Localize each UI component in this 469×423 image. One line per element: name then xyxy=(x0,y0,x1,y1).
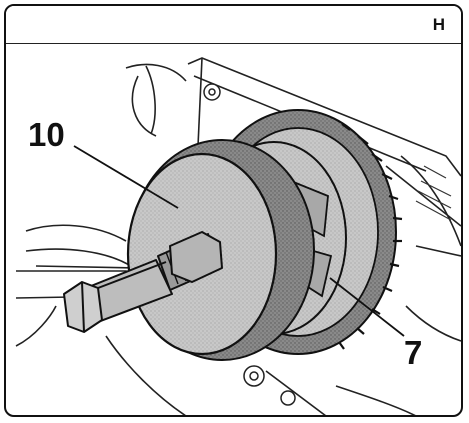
hex-bolt xyxy=(63,231,223,333)
diagram-frame: H xyxy=(4,4,463,417)
tool-disc xyxy=(126,139,315,361)
leader-line-7 xyxy=(329,277,405,337)
background-bolts xyxy=(203,83,296,406)
callout-label-7: 7 xyxy=(404,334,423,371)
leader-line-10 xyxy=(73,145,179,209)
corner-letter: H xyxy=(432,15,445,34)
header-band: H xyxy=(6,6,461,44)
leader-lines xyxy=(73,145,405,337)
callout-label-10: 10 xyxy=(28,116,65,153)
engine-outline xyxy=(15,57,461,415)
engine-hatch xyxy=(415,165,452,221)
pulley-tool-illustration xyxy=(15,57,461,415)
